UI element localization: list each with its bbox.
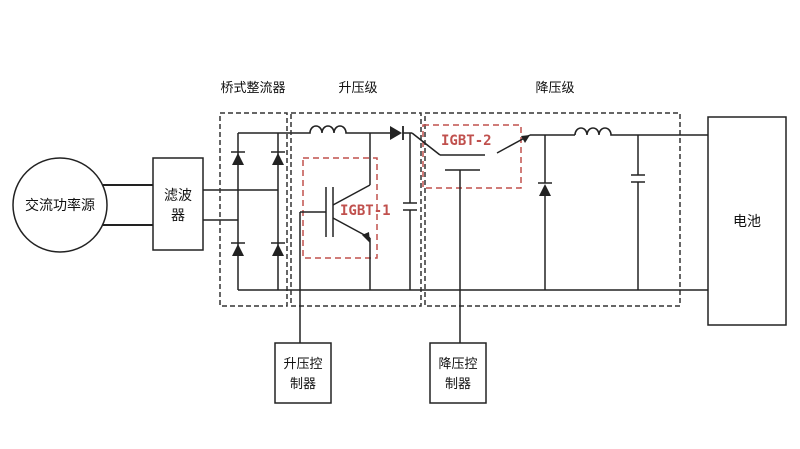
battery-label: 电池: [733, 214, 761, 230]
igbt2-arrow: [521, 135, 530, 143]
diode-d4: [271, 242, 285, 256]
diode-d1: [231, 151, 245, 165]
diode-d2: [271, 151, 285, 165]
igbt1-label: IGBT-1: [340, 203, 391, 219]
igbt1-symbol: [300, 133, 371, 290]
igbt2-label: IGBT-2: [441, 133, 492, 149]
filter-rectifier-wires: [203, 189, 278, 221]
buck-ctrl-label-2: 制器: [445, 377, 471, 392]
filter-label-2: 器: [171, 208, 185, 224]
igbt2-box: [422, 124, 522, 189]
igbt1-box: [302, 157, 378, 259]
igbt2-symbol: [411, 132, 531, 343]
diode-d3: [231, 242, 245, 256]
boost-capacitor: [403, 133, 417, 290]
battery-box: 电池: [707, 116, 787, 326]
buck-inductor: [574, 127, 708, 136]
source-filter-wires: [103, 184, 153, 226]
filter-label-1: 滤波: [164, 188, 192, 204]
boost-diode: [390, 126, 404, 140]
boost-ctrl-label-2: 制器: [290, 377, 316, 392]
boost-ctrl-label-1: 升压控: [283, 357, 322, 372]
buck-stage-label: 降压级: [535, 81, 574, 96]
filter-box: 滤波 器: [152, 157, 204, 251]
boost-inductor: [305, 125, 370, 134]
buck-controller-box: 降压控 制器: [429, 342, 487, 404]
igbt1-arrow: [362, 232, 370, 243]
bridge-rectifier: [237, 132, 305, 291]
rectifier-box: [219, 112, 288, 307]
buck-ctrl-label-1: 降压控: [438, 357, 477, 372]
boost-controller-box: 升压控 制器: [274, 342, 332, 404]
rectifier-label: 桥式整流器: [220, 81, 285, 96]
source-label: 交流功率源: [25, 197, 95, 214]
output-capacitor: [631, 135, 645, 290]
boost-stage-label: 升压级: [338, 81, 377, 96]
boost-stage-box: [290, 112, 422, 307]
buck-diode: [538, 135, 552, 290]
ac-source: 交流功率源: [12, 157, 108, 253]
